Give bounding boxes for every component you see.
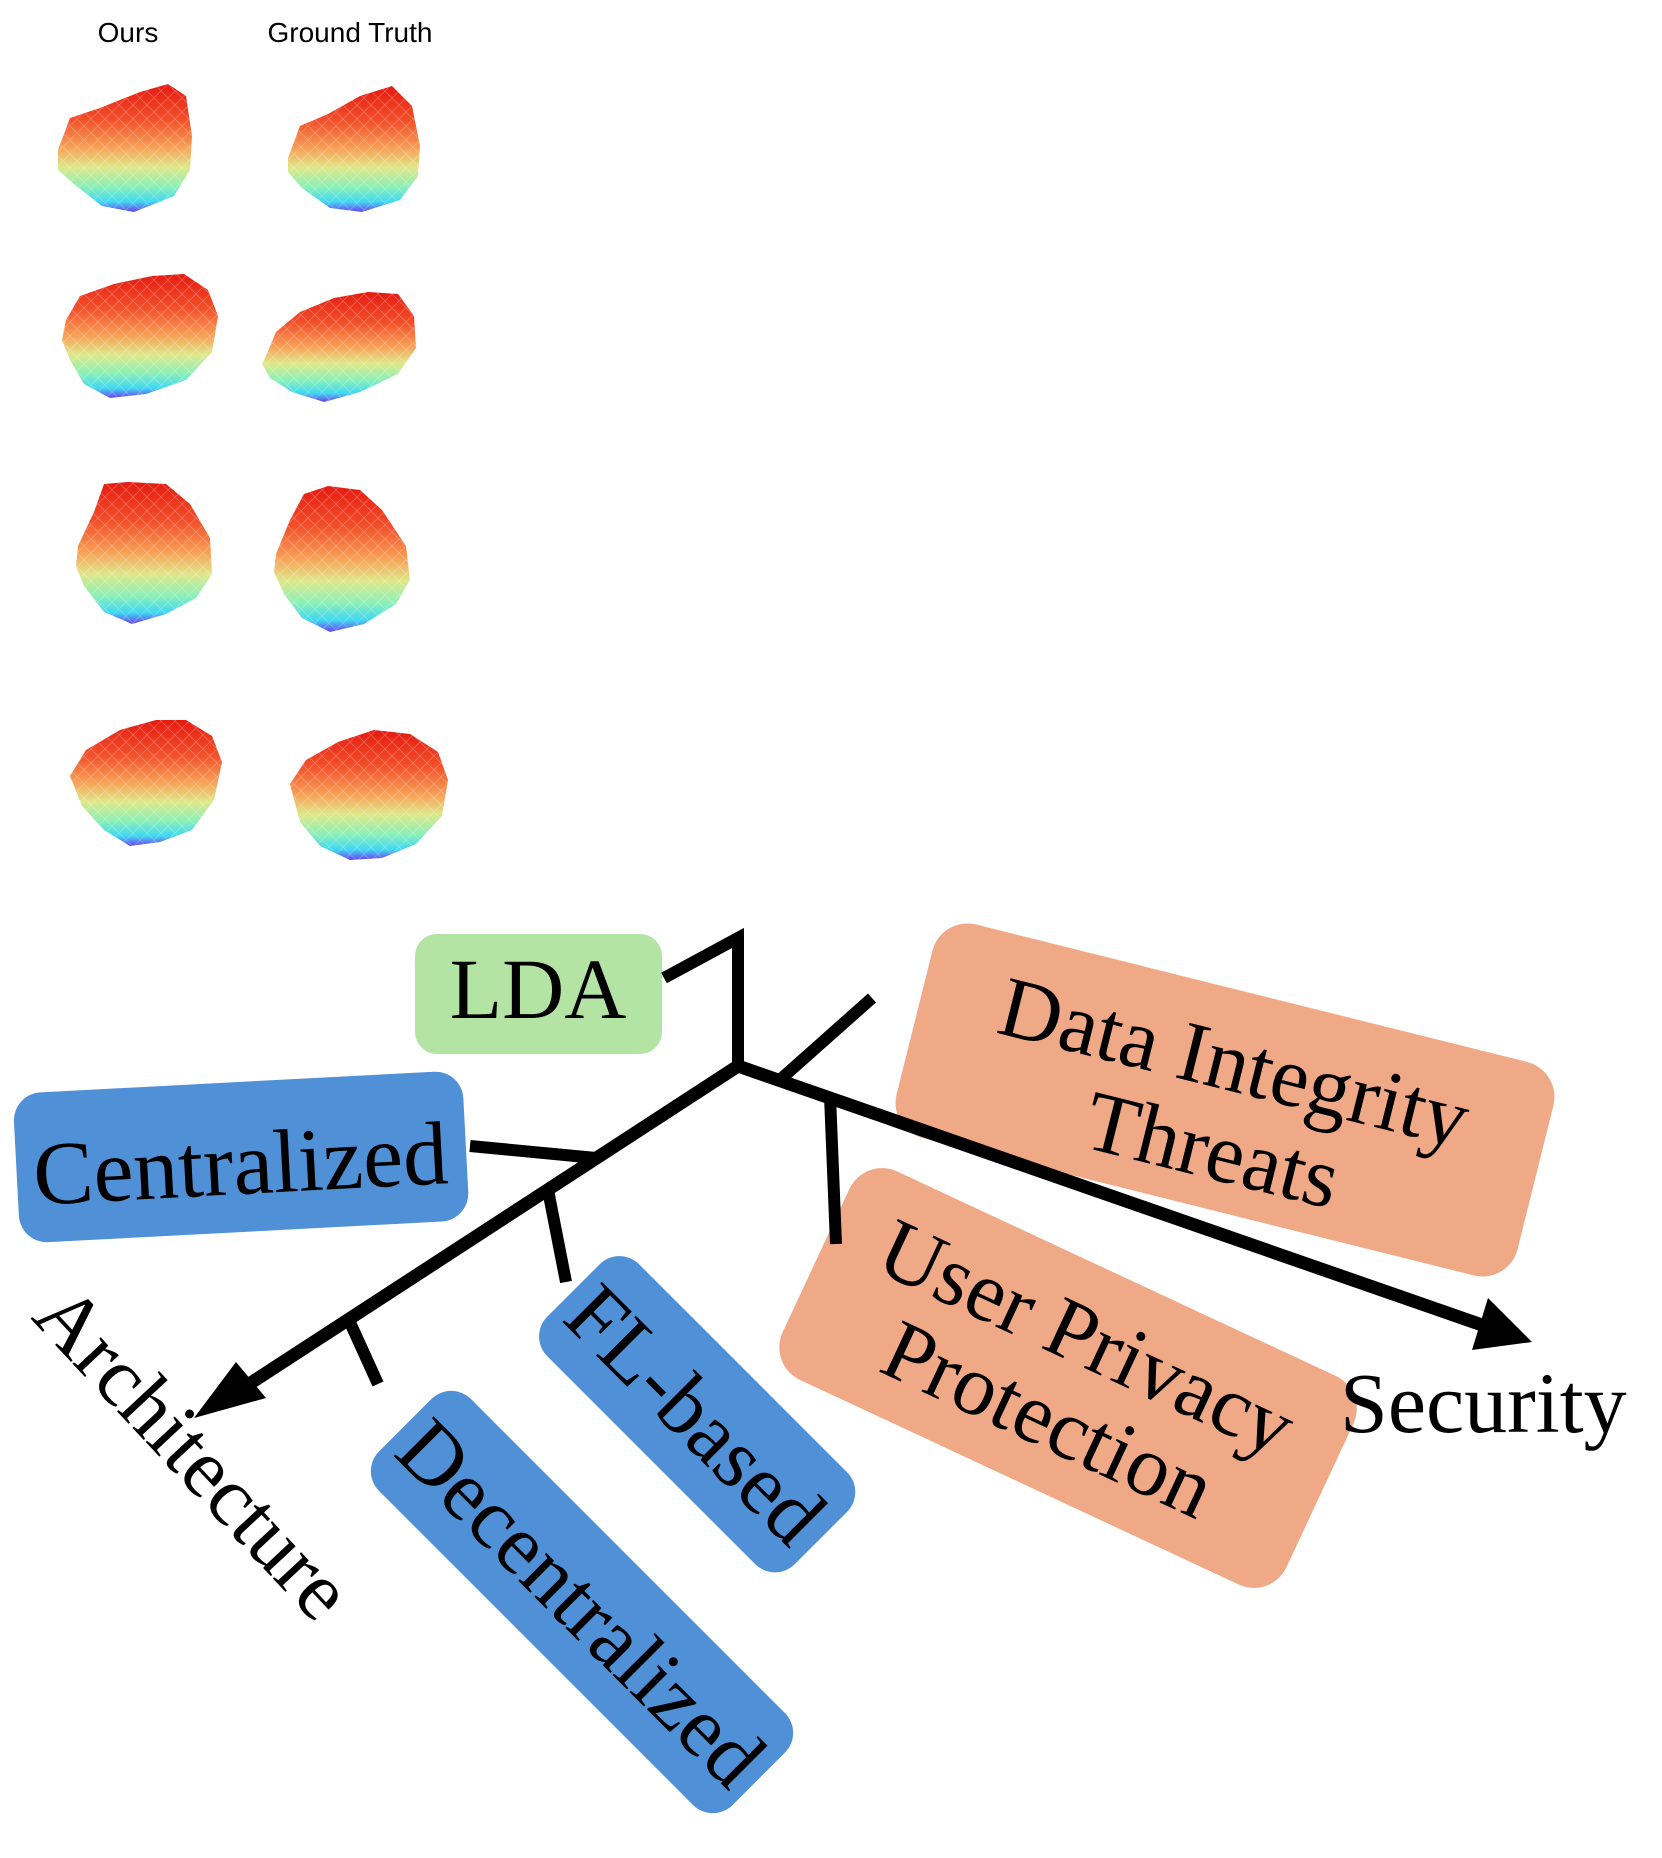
security-axis-line: [735, 1059, 1485, 1332]
centralized-label: Centralized: [31, 1104, 450, 1225]
column-header-ours: Ours: [98, 17, 159, 48]
architecture-arrowhead: [194, 1362, 266, 1418]
mesh-ours-4: [70, 720, 222, 846]
mesh-row-2: [62, 274, 416, 402]
centralized-node: [13, 1071, 469, 1243]
lda-label: LDA: [450, 941, 627, 1037]
mesh-row-4: [70, 720, 448, 860]
fl-based-node: [539, 1256, 856, 1573]
taxonomy-diagram: LDA Centralized FL-based Decentralized D…: [13, 923, 1627, 1814]
security-axis-label: Security: [1340, 1355, 1627, 1451]
connector-lines: [342, 927, 876, 1387]
fl-based-connector: [542, 1188, 572, 1284]
lda-connector: [661, 927, 744, 1066]
mesh-ground-truth-2: [262, 292, 416, 402]
mesh-row-3: [76, 482, 410, 632]
data-integrity-connector: [778, 993, 876, 1083]
user-privacy-connector: [824, 1095, 842, 1245]
architecture-axis-line: [236, 1060, 742, 1396]
security-arrowhead: [1472, 1298, 1532, 1350]
decentralized-node: [370, 1390, 794, 1814]
mesh-ours-3: [76, 482, 212, 624]
mesh-ours-1: [58, 84, 192, 212]
mesh-ground-truth-4: [290, 730, 448, 860]
centralized-connector: [469, 1140, 597, 1164]
lda-node: [415, 934, 662, 1054]
user-privacy-protection-node: [779, 1168, 1357, 1588]
mesh-row-1: [58, 84, 420, 212]
mesh-ground-truth-1: [288, 86, 420, 212]
mesh-ours-2: [62, 274, 218, 398]
mesh-ground-truth-3: [274, 486, 410, 632]
column-header-ground-truth: Ground Truth: [268, 17, 433, 48]
decentralized-connector: [342, 1315, 384, 1387]
architecture-axis-label: Architecture: [16, 1268, 370, 1638]
data-integrity-threats-node: [895, 923, 1555, 1277]
